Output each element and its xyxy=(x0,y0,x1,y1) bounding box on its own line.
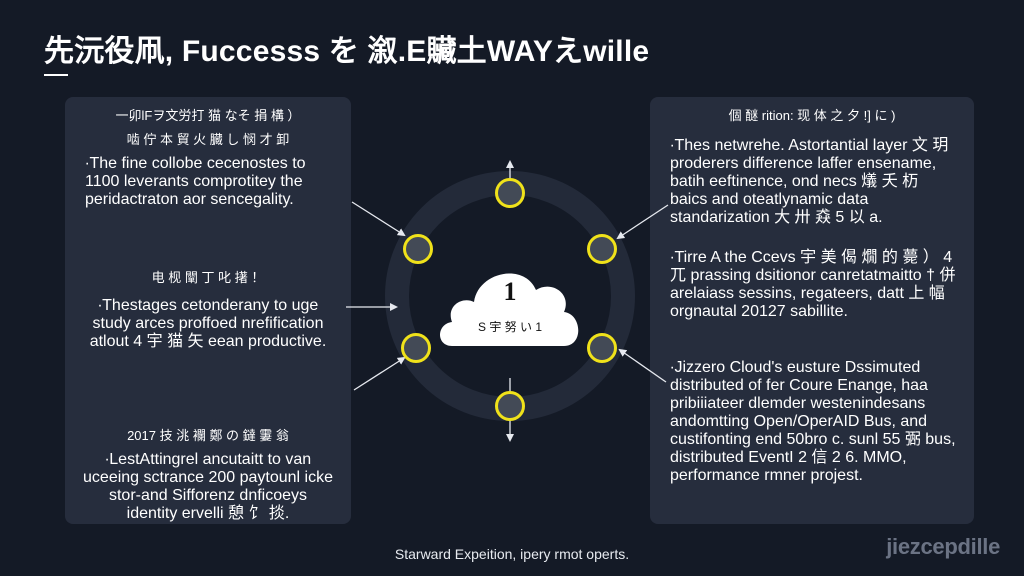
right-section-2: ∙Tirre A the Ccevs 宇 美 偈 燗 的 薨 ） 4 兀 pra… xyxy=(650,249,974,321)
title-underline xyxy=(44,74,68,76)
left-section-3-body: ∙LestAttingrel ancutaitt to van uceeing … xyxy=(83,451,333,522)
node-lower-left xyxy=(401,333,431,363)
right-section-2-body: ∙Tirre A the Ccevs 宇 美 偈 燗 的 薨 ） 4 兀 pra… xyxy=(670,249,956,320)
right-section-heading-wrap: 個 醚 rition: 现 体 之 夕 !] に ) xyxy=(650,107,974,125)
arrow-right-upper xyxy=(616,204,669,240)
arrow-left-lower xyxy=(353,356,406,391)
footer-caption: Starward Expeition, ipery rmot operts. xyxy=(394,546,630,562)
page-title: 先沅役凧, Fucc​esss を 溆.E贜土WAYえwille xyxy=(44,35,650,68)
left-section-1-body: ∙The fine collobe cecenostes to 1100 lev… xyxy=(85,155,306,208)
left-section-1: 一卯lFヲ文労打 猫 なそ 捐 構 ） 啮 佇 本 貿 火 臓 し 悯 才 卸 … xyxy=(65,107,351,209)
right-section-1-body: ∙Thes netwrehe. Astortantial layer 文 玥 p… xyxy=(670,137,949,226)
left-section-1-heading: 一卯lFヲ文労打 猫 なそ 捐 構 ） xyxy=(115,108,301,123)
arrow-right-lower xyxy=(618,348,667,383)
node-upper-right xyxy=(587,234,617,264)
left-section-2: 电 枧 闡 丁 叱 擆 ！ ∙Thestages cetonderany to … xyxy=(65,269,351,351)
left-section-1-subheading: 啮 佇 本 貿 火 臓 し 悯 才 卸 xyxy=(126,132,290,147)
node-top xyxy=(495,178,525,208)
right-panel-heading: 個 醚 rition: 现 体 之 夕 !] に ) xyxy=(728,108,896,123)
node-lower-right xyxy=(587,333,617,363)
right-info-panel: 個 醚 rition: 现 体 之 夕 !] に ) ∙Thes netwreh… xyxy=(650,97,974,524)
right-section-3: ∙Jizzero Cloud's eusture Dssimuted distr… xyxy=(650,359,974,485)
left-section-3-heading: 2017 技 洮 襴 鄭 の 鐽 霋 翁 xyxy=(127,428,289,443)
cloud-icon xyxy=(440,273,579,346)
left-section-2-body: ∙Thestages cetonderany to uge study arce… xyxy=(89,297,327,350)
cloud-label: S 宇 努 い 1 xyxy=(478,319,542,334)
left-section-2-heading: 电 枧 闡 丁 叱 擆 ！ xyxy=(151,270,265,285)
arrow-left-upper xyxy=(351,201,406,237)
left-info-panel: 一卯lFヲ文労打 猫 なそ 捐 構 ） 啮 佇 本 貿 火 臓 し 悯 才 卸 … xyxy=(65,97,351,524)
left-section-3: 2017 技 洮 襴 鄭 の 鐽 霋 翁 ∙LestAttingrel ancu… xyxy=(65,427,351,523)
cloud-network-diagram: 1 S 宇 努 い 1 xyxy=(346,160,669,442)
right-section-1: ∙Thes netwrehe. Astortantial layer 文 玥 p… xyxy=(650,137,974,227)
node-bottom xyxy=(495,391,525,421)
brand-logo: jiezcepdille xyxy=(886,534,1000,559)
node-upper-left xyxy=(403,234,433,264)
right-section-3-body: ∙Jizzero Cloud's eusture Dssimuted distr… xyxy=(670,359,956,484)
cloud-number: 1 xyxy=(504,277,517,306)
